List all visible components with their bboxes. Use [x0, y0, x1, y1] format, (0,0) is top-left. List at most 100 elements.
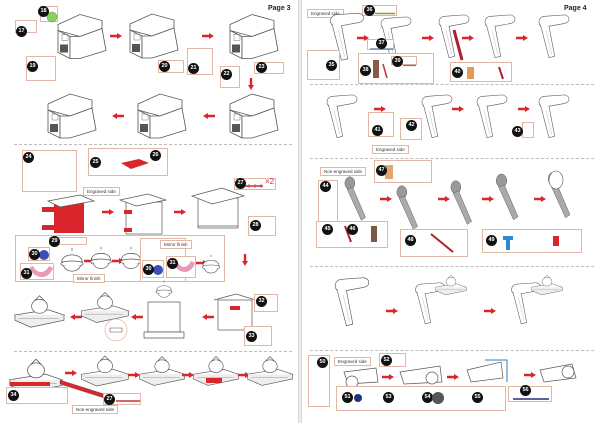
step-badge: 30 [143, 264, 154, 275]
step-badge: 51 [342, 392, 353, 403]
step-badge: 45 [322, 224, 333, 235]
arm-illustration [417, 92, 457, 142]
step-badge: 24 [23, 152, 34, 163]
engraved-side-label: Engraved side [83, 187, 120, 196]
arrow-down-icon [242, 254, 248, 266]
engraved-side-label: Engraved side [334, 357, 371, 366]
arm-with-tank-illustration [415, 274, 467, 325]
body-frame-illustration [213, 293, 257, 331]
step-badge: 49 [486, 235, 497, 246]
arrow-right-icon [482, 196, 494, 202]
tank-illustration [192, 354, 240, 388]
arm-illustration [322, 92, 362, 142]
mirror-finish-label: Mirror finish [73, 274, 105, 283]
step-badge: 38 [360, 65, 371, 76]
step-badge: 33 [246, 331, 257, 342]
section-divider [310, 158, 594, 159]
arrow-right-icon [518, 106, 530, 112]
part-box-39 [391, 56, 417, 67]
section-divider [14, 351, 292, 352]
step-badge: 48 [405, 235, 416, 246]
gray-arm-illustration [448, 180, 478, 230]
step-badge: 47 [376, 165, 387, 176]
dome-illustration [200, 252, 222, 278]
navy-disc-part [354, 394, 362, 402]
step-badge: 18 [38, 6, 49, 17]
gray-arm-illustration [494, 172, 524, 227]
tank-illustration [246, 354, 294, 388]
page-title: Page 4 [564, 5, 587, 12]
step-badge: 52 [381, 355, 392, 366]
step-badge: 26 [150, 150, 161, 161]
quantity-multiplier: ×2 [265, 177, 275, 186]
arm-red-illustration [434, 12, 474, 61]
step-badge: 55 [472, 392, 483, 403]
dome-illustration [58, 246, 86, 276]
part-box-40 [450, 62, 512, 82]
gray-arm-illustration [546, 170, 576, 225]
step-badge: 42 [406, 120, 417, 131]
barrel-illustration [539, 363, 577, 383]
arrow-right-icon [65, 370, 77, 376]
arm-illustration [332, 270, 372, 335]
step-badge: 22 [221, 69, 232, 80]
step-badge: 37 [376, 38, 387, 49]
engraved-side-label: Engraved side [372, 145, 409, 154]
part-box-34 [6, 387, 68, 404]
arm-illustration [534, 92, 574, 142]
gray-disc-part [432, 392, 444, 404]
arrow-right-icon [380, 196, 392, 202]
section-divider [310, 266, 594, 267]
step-badge: 46 [347, 224, 358, 235]
step-badge: 43 [512, 126, 523, 137]
manual-page-3: Page 3 17 18 19 20 21 22 23 24 25 26 Eng… [0, 0, 298, 423]
red-panel-illustration [42, 194, 96, 233]
step-badge: 20 [159, 61, 170, 72]
step-badge: 36 [364, 5, 375, 16]
part-box-49 [482, 229, 582, 253]
step-badge: 32 [256, 296, 267, 307]
part-box-50 [308, 355, 330, 407]
barrel-illustration [466, 359, 508, 383]
body-frame-illustration [118, 193, 168, 235]
page-gutter [298, 0, 302, 423]
body-frame-illustration [190, 187, 246, 229]
step-badge: 19 [27, 61, 38, 72]
arrow-right-icon [462, 35, 474, 41]
step-badge: 27 [235, 178, 246, 189]
step-badge: 17 [16, 26, 27, 37]
step-badge: 56 [520, 385, 531, 396]
step-badge: 53 [383, 392, 394, 403]
step-badge: 23 [256, 62, 267, 73]
gray-arm-illustration [342, 176, 372, 226]
arrow-right-icon [524, 372, 536, 378]
step-badge: 44 [320, 181, 331, 192]
arrow-right-icon [386, 308, 398, 314]
step-badge: 29 [49, 236, 60, 247]
detail-callout-illustration [104, 318, 128, 342]
cab-assembly-illustration [40, 90, 100, 140]
arrow-right-icon [516, 35, 528, 41]
barrel-illustration [343, 367, 379, 389]
arrow-right-icon [110, 33, 122, 39]
step-badge: 39 [392, 56, 403, 67]
barrel-illustration [399, 365, 443, 385]
mirror-finish-label: Mirror finish [160, 240, 192, 249]
arm-illustration [534, 12, 574, 62]
part-box-48 [400, 229, 468, 257]
gray-arm-illustration [394, 185, 424, 235]
part-box-36 [362, 5, 397, 16]
arrow-right-icon [102, 209, 114, 215]
arm-with-tank-illustration [511, 274, 563, 325]
tank-illustration [12, 294, 67, 329]
part-box-43 [522, 122, 534, 138]
step-badge: 40 [452, 67, 463, 78]
cab-assembly-illustration [122, 10, 182, 60]
section-divider [14, 144, 292, 145]
arm-illustration [472, 92, 512, 142]
cab-assembly-illustration [222, 8, 282, 63]
tank-illustration [138, 354, 186, 388]
arrow-right-icon [422, 35, 434, 41]
arrow-left-icon [112, 113, 124, 119]
non-engraved-side-label: Non-engraved side [320, 167, 367, 176]
